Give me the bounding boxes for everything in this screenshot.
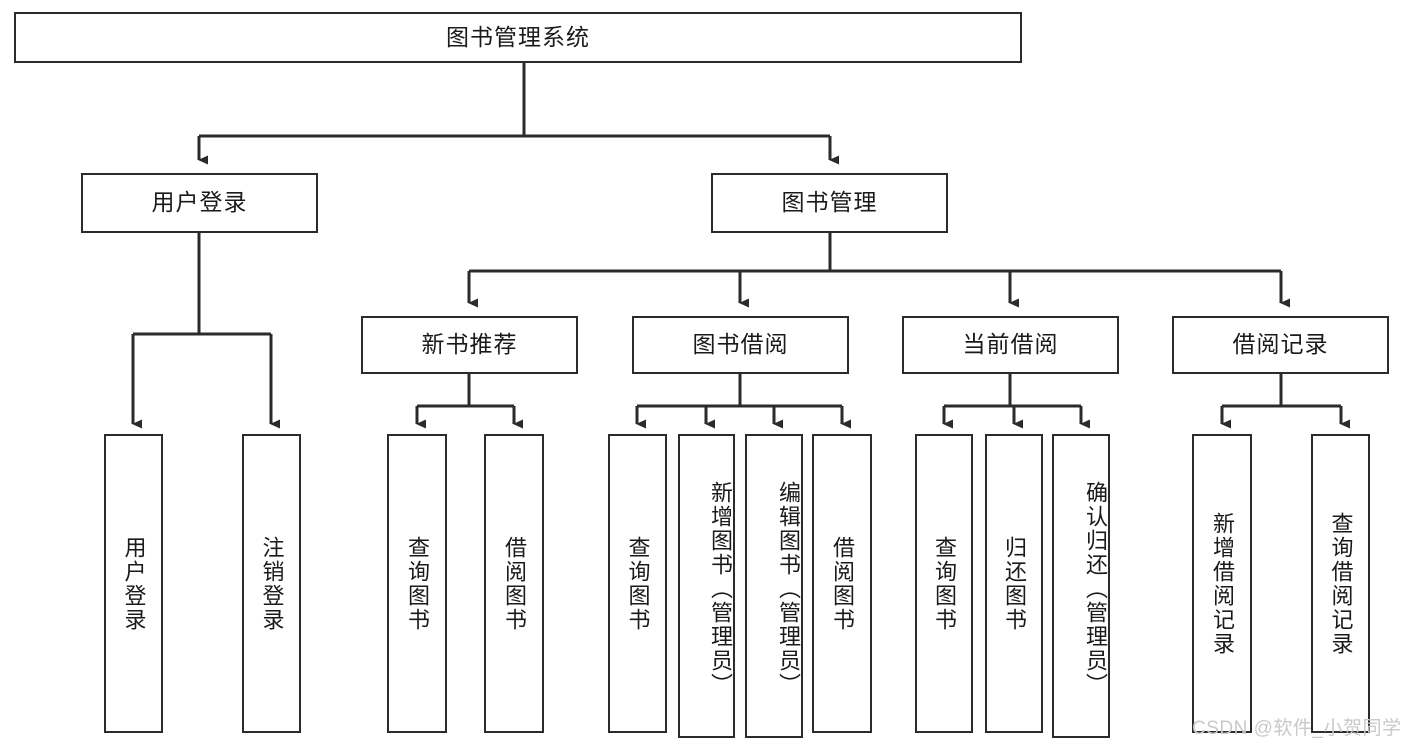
node-label: 用户登录 bbox=[121, 535, 147, 632]
leaf-confirm-return-admin[interactable]: 确认归还（管理员） bbox=[1052, 434, 1110, 738]
node-borrow-records[interactable]: 借阅记录 bbox=[1172, 316, 1389, 374]
node-label: 图书管理系统 bbox=[446, 23, 590, 50]
leaf-add-book-admin[interactable]: 新增图书（管理员） bbox=[678, 434, 735, 738]
node-label: 用户登录 bbox=[151, 189, 248, 216]
node-label: 归还图书 bbox=[1001, 535, 1027, 632]
node-label: 图书管理 bbox=[781, 189, 878, 216]
node-current-borrow[interactable]: 当前借阅 bbox=[902, 316, 1119, 374]
node-label: 新增图书（管理员） bbox=[708, 481, 733, 697]
node-label: 新书推荐 bbox=[421, 331, 518, 358]
leaf-edit-book-admin[interactable]: 编辑图书（管理员） bbox=[745, 434, 803, 738]
node-label: 查询图书 bbox=[931, 535, 957, 632]
leaf-add-borrow-record[interactable]: 新增借阅记录 bbox=[1192, 434, 1252, 733]
node-label: 当前借阅 bbox=[962, 331, 1059, 358]
leaf-return-book[interactable]: 归还图书 bbox=[985, 434, 1043, 733]
node-label: 确认归还（管理员） bbox=[1083, 481, 1108, 697]
node-label: 查询图书 bbox=[404, 535, 430, 632]
leaf-query-book-2[interactable]: 查询图书 bbox=[608, 434, 667, 733]
node-book-borrow[interactable]: 图书借阅 bbox=[632, 316, 849, 374]
leaf-user-login[interactable]: 用户登录 bbox=[104, 434, 163, 733]
node-label: 新增借阅记录 bbox=[1209, 511, 1235, 656]
node-root[interactable]: 图书管理系统 bbox=[14, 12, 1022, 63]
leaf-query-book-1[interactable]: 查询图书 bbox=[387, 434, 447, 733]
leaf-borrow-book-1[interactable]: 借阅图书 bbox=[484, 434, 544, 733]
node-label: 注销登录 bbox=[259, 535, 285, 632]
node-book-management[interactable]: 图书管理 bbox=[711, 173, 948, 233]
leaf-query-borrow-record[interactable]: 查询借阅记录 bbox=[1311, 434, 1370, 733]
node-label: 编辑图书（管理员） bbox=[776, 481, 801, 697]
leaf-logout[interactable]: 注销登录 bbox=[242, 434, 301, 733]
csdn-watermark: CSDN @软件_小贺同学 bbox=[1192, 718, 1402, 739]
node-new-book-recommend[interactable]: 新书推荐 bbox=[361, 316, 578, 374]
node-label: 借阅图书 bbox=[829, 535, 855, 632]
leaf-query-book-3[interactable]: 查询图书 bbox=[915, 434, 973, 733]
node-user-login[interactable]: 用户登录 bbox=[81, 173, 318, 233]
node-label: 查询借阅记录 bbox=[1328, 511, 1354, 656]
node-label: 借阅记录 bbox=[1232, 331, 1329, 358]
leaf-borrow-book-2[interactable]: 借阅图书 bbox=[812, 434, 872, 733]
node-label: 图书借阅 bbox=[692, 331, 789, 358]
node-label: 借阅图书 bbox=[501, 535, 527, 632]
node-label: 查询图书 bbox=[625, 535, 651, 632]
